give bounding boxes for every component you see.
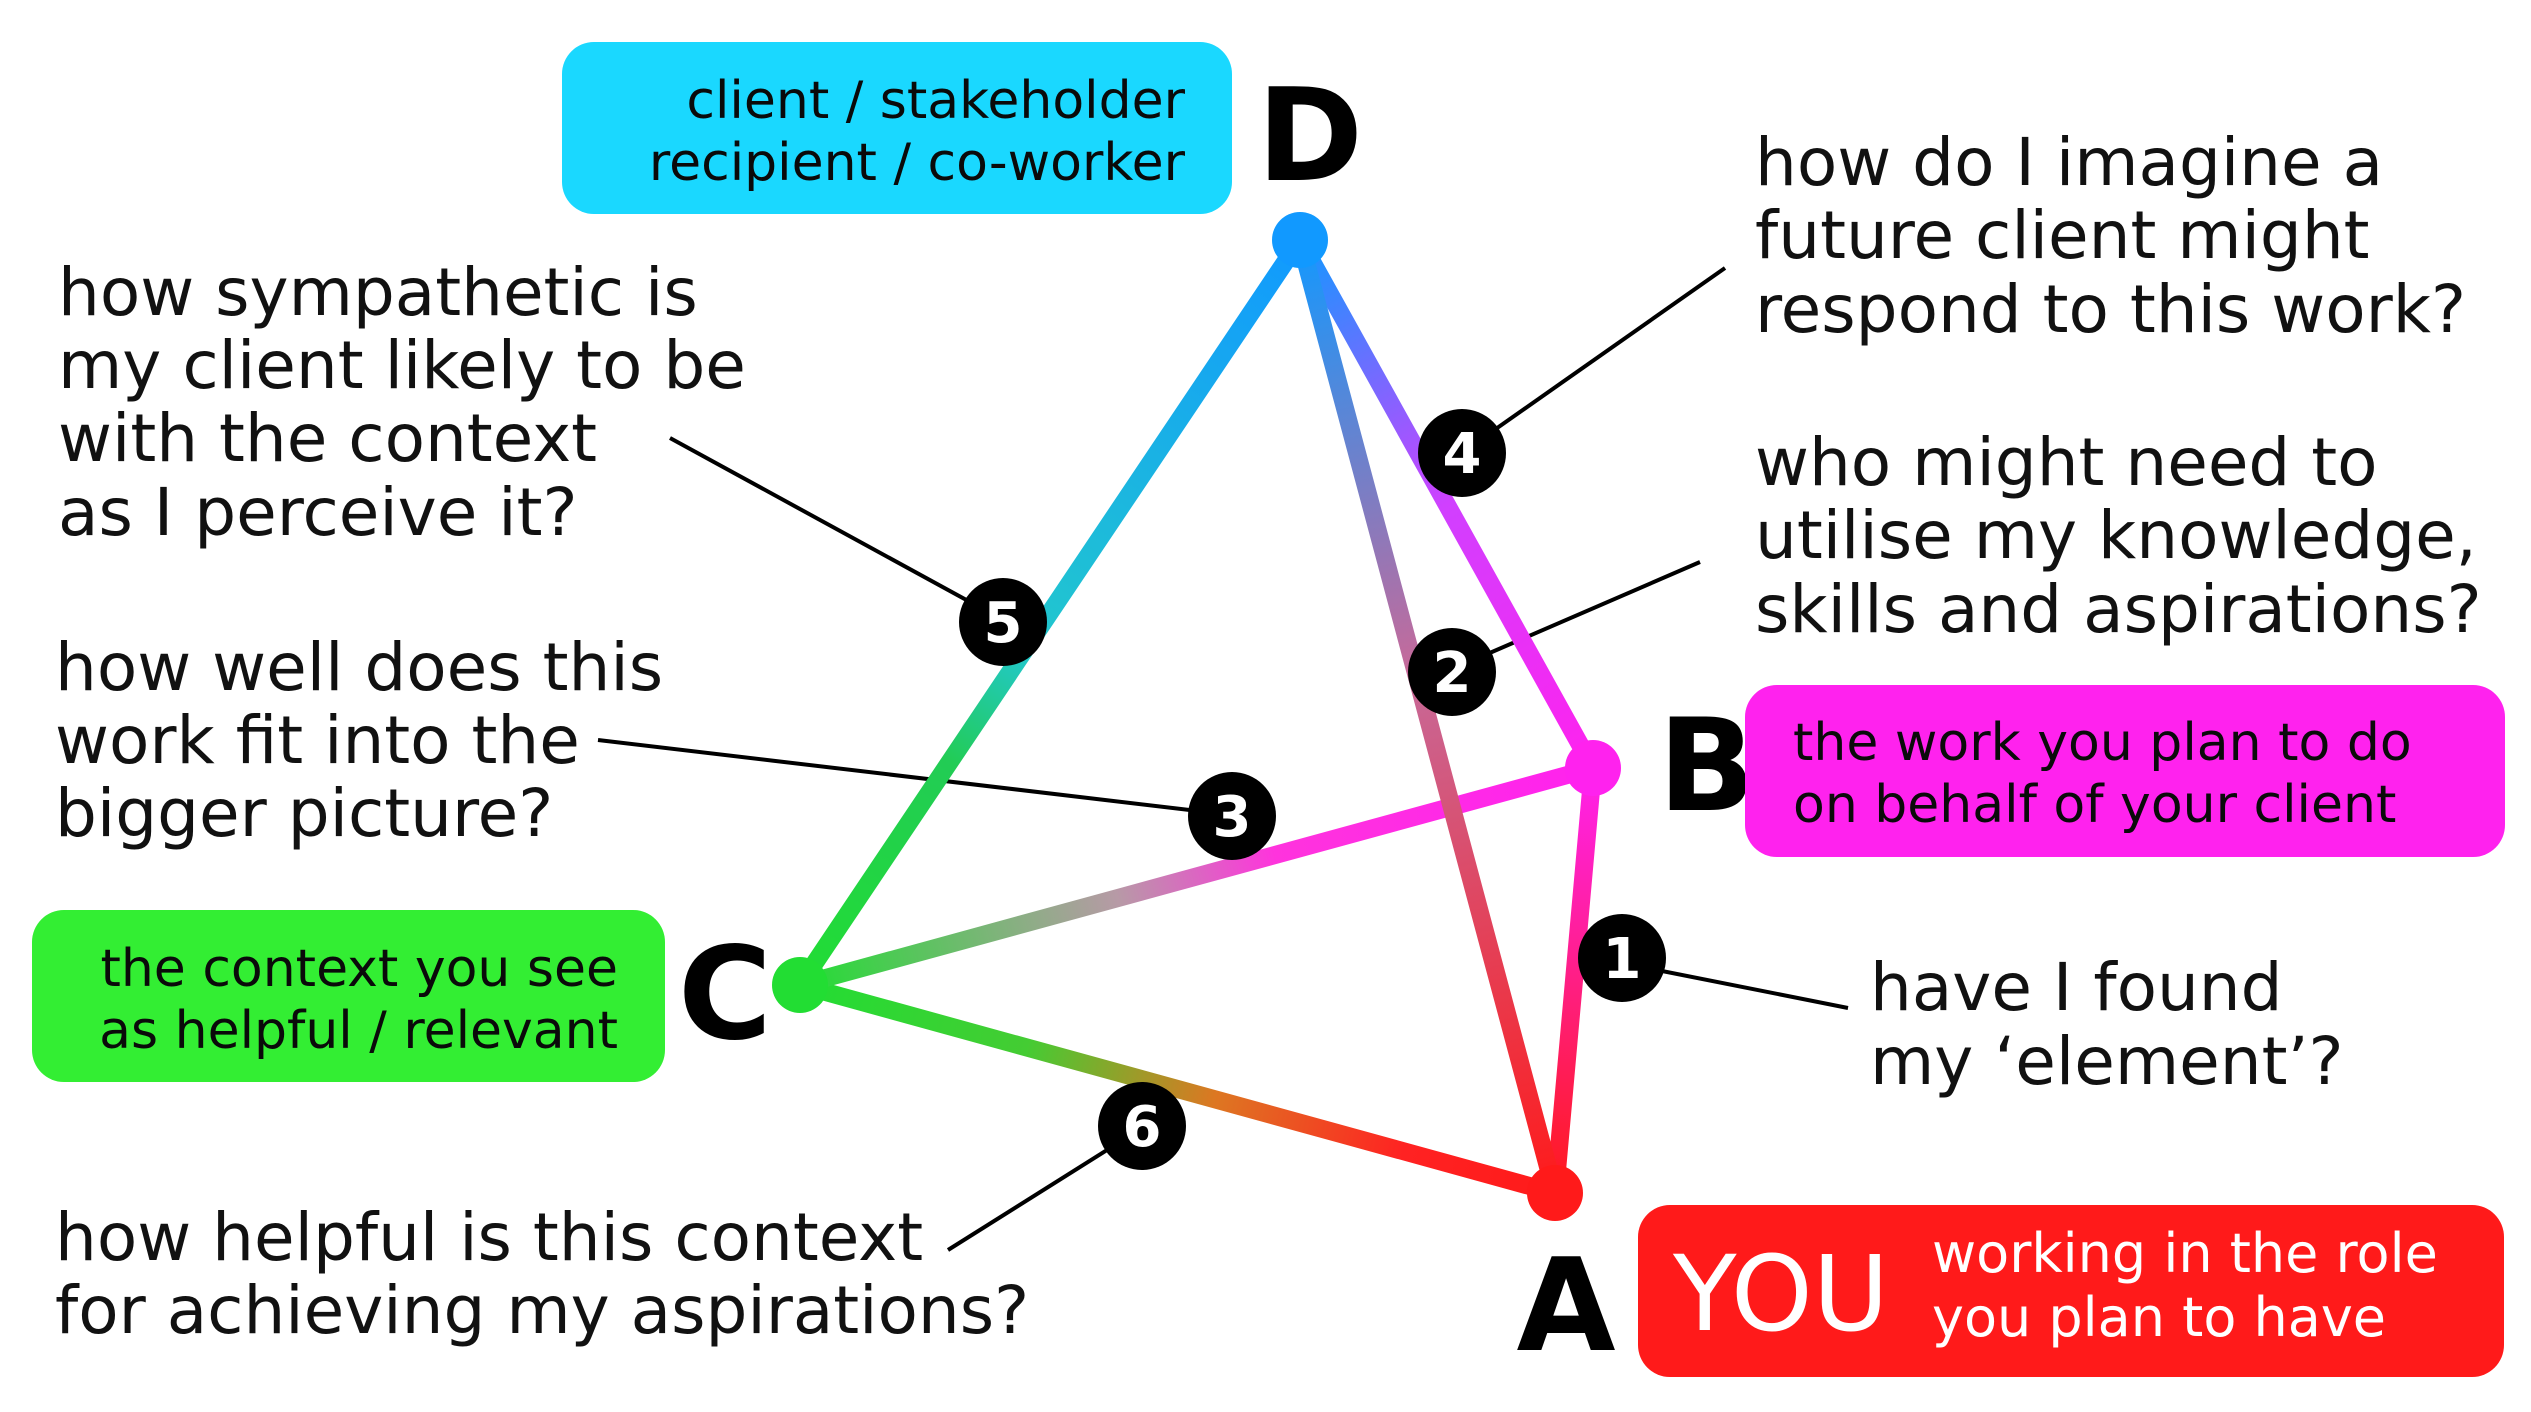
question-5-line-1: how sympathetic is [58, 254, 698, 331]
badge-1-number: 1 [1603, 927, 1642, 992]
box-c-line-2: as helpful / relevant [99, 1001, 618, 1061]
box-a-line-1: working in the role [1932, 1222, 2438, 1285]
box-b-line-1: the work you plan to do [1793, 713, 2412, 773]
leader-line-4 [1461, 266, 1727, 454]
vertex-dot-b [1565, 740, 1621, 796]
badge-2-number: 2 [1433, 641, 1472, 706]
edge-number-badges: 1 2 3 4 5 6 [959, 409, 1666, 1170]
badge-4: 4 [1418, 409, 1506, 497]
question-5-line-3: with the context [58, 400, 597, 477]
vertex-label-d: D [1257, 62, 1363, 211]
question-2-line-2: utilise my knowledge, [1755, 497, 2477, 574]
question-5-line-2: my client likely to be [58, 327, 746, 404]
badge-3-number: 3 [1213, 785, 1252, 850]
vertex-label-b: B [1658, 692, 1756, 841]
vertex-dots [772, 212, 1621, 1221]
question-6-line-2: for achieving my aspirations? [55, 1272, 1029, 1349]
question-3-line-3: bigger picture? [55, 775, 553, 852]
question-4-line-3: respond to this work? [1755, 271, 2466, 348]
vertex-dot-c [772, 957, 828, 1013]
badge-4-number: 4 [1443, 422, 1482, 487]
question-1: have I found my ‘element’? [1870, 949, 2343, 1100]
question-2-line-3: skills and aspirations? [1755, 571, 2482, 648]
question-2-line-1: who might need to [1755, 424, 2378, 501]
question-4: how do I imagine a future client might r… [1755, 124, 2466, 348]
question-5: how sympathetic is my client likely to b… [58, 254, 746, 551]
box-d-line-2: recipient / co-worker [649, 133, 1186, 193]
question-6: how helpful is this context for achievin… [55, 1199, 1029, 1349]
question-3-line-1: how well does this [55, 629, 663, 706]
box-b-line-2: on behalf of your client [1793, 775, 2396, 835]
badge-6: 6 [1098, 1082, 1186, 1170]
question-3-line-2: work fit into the [55, 702, 580, 779]
question-5-line-4: as I perceive it? [58, 474, 578, 551]
edge-AC [791, 976, 1564, 1202]
question-2: who might need to utilise my knowledge, … [1755, 424, 2482, 648]
box-c-line-1: the context you see [100, 939, 618, 999]
edge-AD [1291, 231, 1564, 1202]
box-d-line-1: client / stakeholder [686, 71, 1185, 131]
edge-BC [791, 759, 1602, 994]
question-4-line-2: future client might [1755, 197, 2370, 274]
question-6-line-1: how helpful is this context [55, 1199, 923, 1276]
question-1-line-1: have I found [1870, 949, 2283, 1026]
question-1-line-2: my ‘element’? [1870, 1023, 2343, 1100]
vertex-label-c: C [678, 920, 772, 1069]
edge-AB [1546, 759, 1602, 1202]
edge-CD [791, 231, 1309, 994]
badge-1: 1 [1578, 914, 1666, 1002]
question-3: how well does this work fit into the big… [55, 629, 663, 852]
leader-line-3 [597, 738, 1233, 817]
badge-2: 2 [1408, 628, 1496, 716]
box-a-line-2: you plan to have [1932, 1286, 2386, 1349]
box-you: YOU working in the role you plan to have [1638, 1205, 2504, 1377]
question-4-line-1: how do I imagine a [1755, 124, 2383, 201]
vertex-dot-a [1527, 1165, 1583, 1221]
leader-line-5 [669, 436, 1004, 622]
edge-BD [1291, 231, 1602, 777]
leader-line-2 [1454, 560, 1701, 670]
tetrahedron-edges [791, 231, 1602, 1202]
vertex-label-a: A [1516, 1232, 1615, 1381]
box-the-work: the work you plan to do on behalf of you… [1745, 685, 2505, 857]
box-the-context: the context you see as helpful / relevan… [32, 910, 665, 1082]
badge-5: 5 [959, 578, 1047, 666]
badge-3: 3 [1188, 772, 1276, 860]
box-client-stakeholder: client / stakeholder recipient / co-work… [562, 42, 1232, 214]
badge-5-number: 5 [984, 591, 1023, 656]
vertex-dot-d [1272, 212, 1328, 268]
vertex-letters: D B C A [678, 62, 1756, 1381]
badge-6-number: 6 [1123, 1095, 1162, 1160]
box-a-you: YOU [1672, 1233, 1889, 1355]
